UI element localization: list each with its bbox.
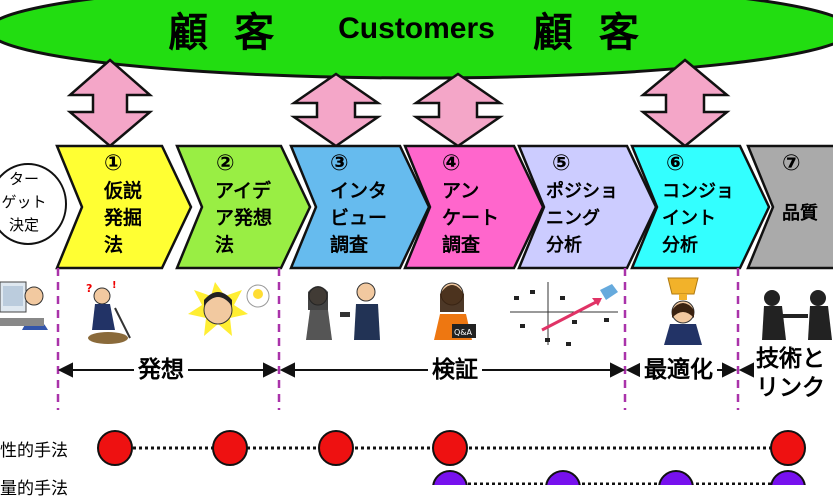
target-decision-circle [0, 163, 67, 245]
diagram-canvas: ? ! Q&A [0, 0, 833, 485]
step-7-chevron [746, 144, 833, 270]
step-1-number: ① [104, 151, 123, 176]
ideation-arrow-left-head [57, 362, 73, 378]
step-7-number: ⑦ [782, 151, 801, 176]
verification-arrow-right-head [610, 362, 626, 378]
handshake-illustration [762, 290, 832, 340]
qualitative-dot-3 [318, 430, 354, 466]
customers-banner [0, 0, 833, 80]
step-4-number: ④ [442, 151, 461, 176]
quantitative-dot-7 [770, 470, 806, 485]
step-4-label: アン ケート 調査 [442, 180, 500, 256]
interview-illustration [306, 282, 380, 340]
customers-banner-text: 顧客 Customers 顧客 [0, 4, 833, 56]
step-5-number: ⑤ [552, 151, 571, 176]
tech-link-arrow-head [738, 362, 754, 378]
step-2-label: アイデ ア発想 法 [215, 180, 273, 256]
ideation-arrow-right-head [263, 362, 279, 378]
phase-tech-link: 技術と リンク [756, 345, 825, 403]
computer-user-illustration [0, 281, 48, 330]
step-5-label: ポジショ ニング 分析 [546, 181, 618, 256]
qualitative-dot-1 [97, 430, 133, 466]
svg-text:Q&A: Q&A [454, 328, 473, 337]
row-label-quantitative: 量的手法 [0, 479, 68, 499]
quantitative-dot-4 [432, 470, 468, 485]
verification-arrow-left-head [279, 362, 295, 378]
target-decision-label: ター ゲット 決定 [1, 170, 47, 234]
idea-woman-illustration [188, 282, 270, 336]
quantitative-dot-6 [658, 470, 694, 485]
phase-optimization: 最適化 [640, 356, 717, 384]
step-2-number: ② [216, 151, 235, 176]
trophy-woman-illustration [664, 277, 702, 345]
step-2-chevron [175, 144, 312, 270]
customer-link-arrow-1 [66, 58, 154, 148]
qualitative-dot-4 [432, 430, 468, 466]
positioning-map-illustration [510, 282, 618, 346]
qualitative-dot-2 [212, 430, 248, 466]
optimization-arrow-left-head [625, 362, 641, 378]
survey-woman-illustration: Q&A [434, 282, 476, 340]
step-6-label: コンジョ イント 分析 [662, 181, 734, 256]
customer-link-arrow-6 [639, 58, 731, 148]
qualitative-dot-7 [770, 430, 806, 466]
step-3-number: ③ [330, 151, 349, 176]
banner-left-kanji: 顧客 [168, 10, 301, 56]
customer-link-arrow-3 [289, 72, 383, 148]
optimization-arrow-right-head [722, 362, 738, 378]
quantitative-dot-5 [545, 470, 581, 485]
step-6-chevron [630, 144, 771, 270]
svg-text:!: ! [112, 280, 117, 291]
step-1-chevron [55, 144, 193, 270]
phase-verification: 検証 [428, 356, 482, 384]
step-3-chevron [289, 144, 431, 270]
phase-ideation: 発想 [134, 356, 188, 384]
step-4-chevron [403, 144, 545, 270]
digging-man-illustration: ? ! [86, 280, 131, 344]
step-3-label: インタ ビュー 調査 [330, 180, 388, 256]
banner-right-kanji: 顧客 [532, 10, 665, 56]
customer-link-arrow-4 [411, 72, 505, 148]
banner-english: Customers [338, 12, 495, 45]
svg-text:?: ? [86, 282, 92, 295]
step-1-label: 仮説 発掘 法 [104, 180, 143, 256]
step-5-chevron [517, 144, 658, 270]
row-label-qualitative: 性的手法 [0, 441, 68, 461]
step-7-label: 品質 [782, 203, 818, 224]
step-6-number: ⑥ [666, 151, 685, 176]
